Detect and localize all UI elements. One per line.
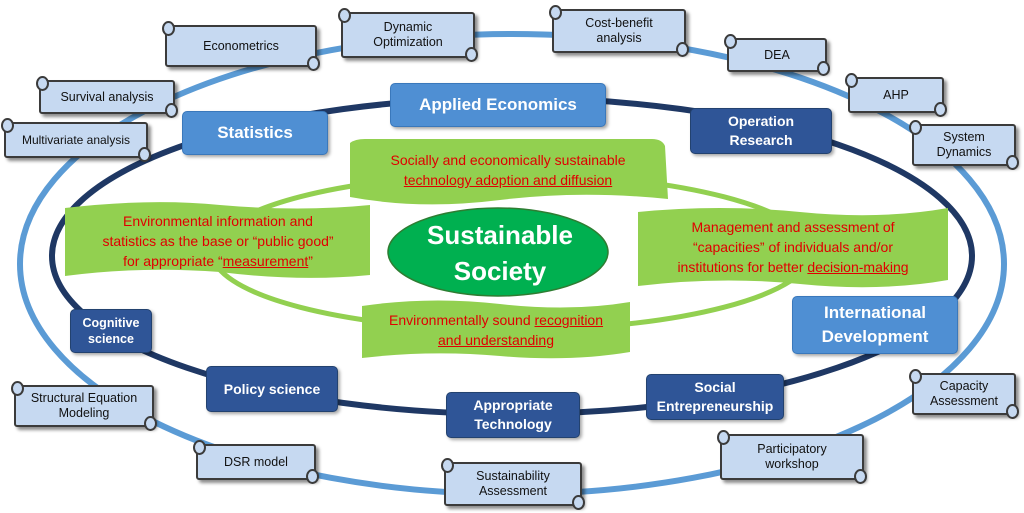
- banner-left-line-3: for appropriate “measurement”: [123, 253, 313, 269]
- banner-bottom: Environmentally sound recognition and un…: [364, 306, 628, 354]
- ahp-scroll: AHP: [845, 73, 947, 117]
- participatory-workshop-scroll: Participatory workshop: [717, 430, 867, 484]
- center-line-1: Sustainable: [427, 220, 573, 250]
- banner-top-line-2: technology adoption and diffusion: [403, 172, 613, 188]
- capacity-assessment-scroll: Capacity Assessment: [909, 369, 1019, 419]
- banner-bottom-line-2: and understanding: [438, 332, 554, 348]
- center-line-2: Society: [453, 256, 547, 286]
- appropriate-technology-box: Appropriate Technology: [446, 392, 580, 438]
- statistics-box: Statistics: [182, 111, 328, 155]
- dynamic-optimization-scroll: Dynamic Optimization: [338, 8, 478, 62]
- banner-top-line-1: Socially and economically sustainable: [390, 152, 626, 168]
- banner-left-line-2: statistics as the base or “public good”: [102, 233, 334, 249]
- policy-science-box: Policy science: [206, 366, 338, 412]
- banner-right-line-2: “capacities” of individuals and/or: [693, 239, 893, 255]
- banner-right-shape: [638, 208, 948, 288]
- banner-top: Socially and economically sustainable te…: [352, 148, 664, 192]
- center-label: Sustainable Society: [390, 215, 610, 291]
- banner-right-line-1: Management and assessment of: [691, 219, 895, 235]
- banner-left-line-1: Environmental information and: [123, 213, 313, 229]
- system-dynamics-scroll: System Dynamics: [909, 120, 1019, 170]
- banner-right-line-3: institutions for better decision-making: [677, 259, 909, 275]
- operation-research-box: Operation Research: [690, 108, 832, 154]
- banner-left-shape: [65, 202, 370, 278]
- banner-bottom-shape: [362, 300, 630, 359]
- international-development-box: International Development: [792, 296, 958, 354]
- dsr-model-scroll: DSR model: [193, 440, 319, 484]
- multivariate-analysis-scroll: Multivariate analysis: [1, 118, 151, 162]
- survival-analysis-scroll: Survival analysis: [36, 76, 178, 118]
- econometrics-scroll: Econometrics: [162, 21, 320, 71]
- banner-top-shape: [350, 139, 668, 205]
- structural-equation-modeling-scroll: Structural Equation Modeling: [11, 381, 157, 431]
- banner-right: Management and assessment of “capacities…: [640, 214, 946, 280]
- applied-economics-box: Applied Economics: [390, 83, 606, 127]
- dea-scroll: DEA: [724, 34, 830, 76]
- cognitive-science-box: Cognitive science: [70, 309, 152, 353]
- cost-benefit-analysis-scroll: Cost-benefit analysis: [549, 5, 689, 57]
- banner-left: Environmental information and statistics…: [68, 208, 368, 274]
- social-entrepreneurship-box: Social Entrepreneurship: [646, 374, 784, 420]
- banner-bottom-line-1: Environmentally sound recognition: [388, 312, 604, 328]
- sustainability-assessment-scroll: Sustainability Assessment: [441, 458, 585, 510]
- center-ellipse: [387, 207, 609, 297]
